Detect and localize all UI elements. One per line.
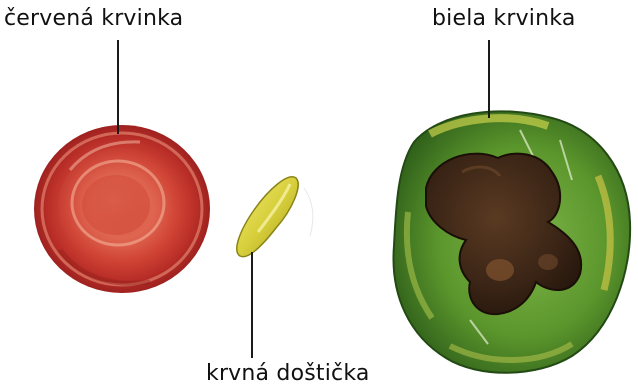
platelet-illustration: [237, 177, 313, 257]
white-blood-cell-illustration: [393, 111, 630, 372]
label-red-blood-cell: červená krvinka: [4, 6, 183, 32]
label-white-blood-cell: biela krvinka: [432, 6, 576, 32]
red-blood-cell-illustration: [34, 125, 210, 293]
label-platelet: krvná doštička: [206, 361, 370, 387]
